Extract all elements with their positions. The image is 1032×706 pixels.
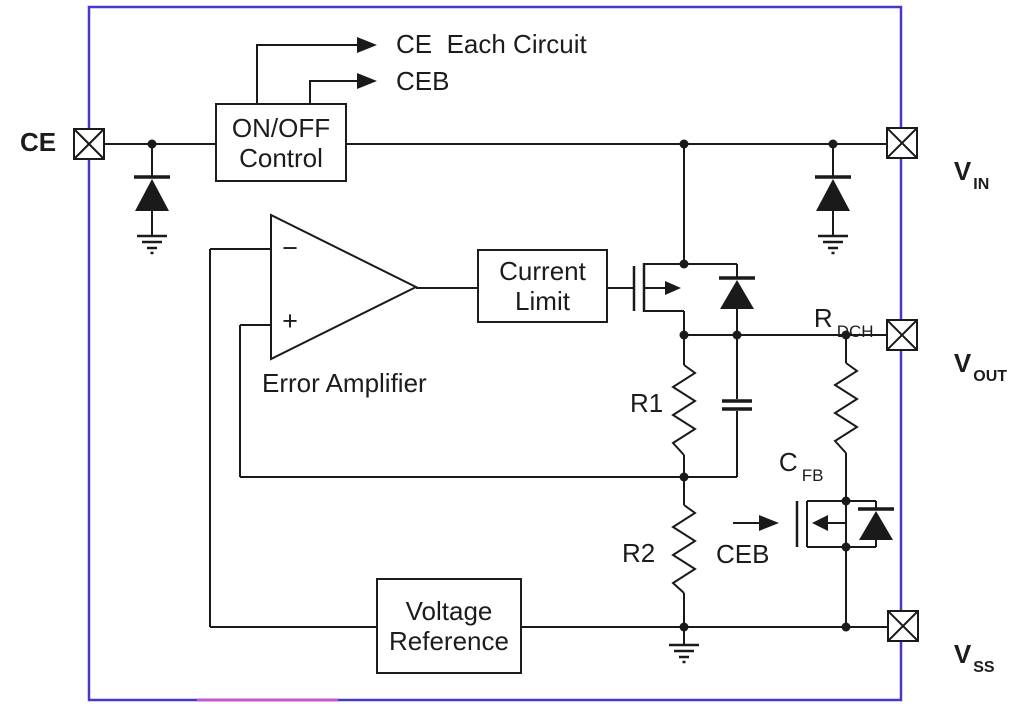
on-off-control-line2: Control (239, 142, 323, 173)
ic-boundary (87, 5, 903, 702)
pin-label-ce: CE (20, 127, 57, 157)
on-off-control-line1: ON/OFF (231, 112, 331, 143)
pin-vss (887, 610, 919, 642)
opamp-minus-sign: − (282, 233, 298, 263)
pass-mosfet-body-diode (719, 264, 755, 335)
pin-label-vin-sub: IN (973, 176, 990, 193)
ground-icon (669, 643, 699, 664)
resistor-r1 (671, 364, 697, 456)
resistor-pulldown (833, 362, 859, 454)
ce-each-circuit-label: CE Each Circuit (396, 29, 587, 59)
pin-vout (886, 319, 918, 351)
pin-label-vin-base: V (953, 156, 972, 186)
discharge-mosfet-body-diode (858, 501, 894, 547)
esd-diode-ce (134, 175, 170, 211)
ground-icon (137, 234, 167, 255)
pass-mosfet (632, 263, 737, 312)
ceb-input-arrow-icon (759, 515, 779, 531)
error-amplifier-opamp (270, 213, 419, 361)
junction-dots (147, 139, 851, 632)
voltage-reference-line1: Voltage (405, 596, 493, 626)
ground-icon (818, 234, 848, 255)
pin-label-vout-base: V (953, 348, 972, 378)
pin-label-vss-sub: SS (973, 659, 995, 676)
gate-arrow-icon (665, 281, 681, 295)
opamp-plus-sign: + (282, 306, 298, 336)
current-limit-line1: Current (499, 256, 586, 286)
wires (104, 44, 888, 645)
r-dch-sub: DCH (836, 322, 874, 341)
esd-diode-vin (815, 175, 851, 211)
error-amplifier-label: Error Amplifier (262, 368, 427, 398)
current-limit-line2: Limit (515, 286, 570, 316)
on-off-control-block: ON/OFF Control (215, 103, 347, 182)
arrow-ce-each-circuit-icon (357, 37, 377, 53)
c-fb-base: C (778, 447, 798, 477)
current-limit-block: Current Limit (477, 249, 608, 323)
c-fb-sub: FB (801, 466, 824, 485)
resistor-r2 (671, 504, 697, 594)
discharge-mosfet (733, 500, 876, 548)
voltage-reference-block: Voltage Reference (376, 578, 522, 674)
ceb-top-label: CEB (396, 66, 450, 96)
capacitor-cfb (722, 399, 752, 411)
ceb-gate-label: CEB (716, 539, 770, 569)
r2-label: R2 (622, 538, 656, 568)
pin-label-vout-sub: OUT (973, 368, 1008, 385)
r1-label: R1 (630, 388, 664, 418)
body-arrow-icon (812, 515, 828, 531)
voltage-reference-line2: Reference (389, 626, 509, 656)
pin-vin (886, 127, 918, 159)
pin-ce (73, 128, 105, 160)
r-dch-base: R (813, 303, 833, 333)
pin-label-vss-base: V (953, 639, 972, 669)
arrow-ceb-icon (357, 73, 377, 89)
